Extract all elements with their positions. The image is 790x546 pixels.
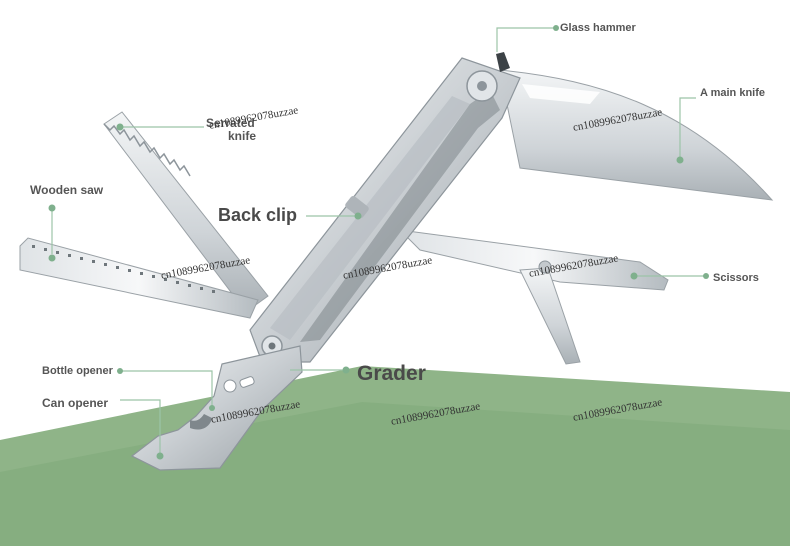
leader-can-opener <box>120 399 161 456</box>
dot-bottle-opener <box>117 368 123 374</box>
label-glass-hammer: Glass hammer <box>560 22 636 34</box>
label-scissors: Scissors <box>713 272 759 284</box>
opener-grader-tool <box>130 345 303 471</box>
label-serrated-knife-line2: knife <box>228 129 257 143</box>
label-bottle-opener: Bottle opener <box>42 365 113 377</box>
label-serrated-knife-line1: Serrated <box>206 116 255 130</box>
main-knife-blade <box>499 69 774 201</box>
dot-glass-hammer <box>553 25 559 31</box>
leader-dots <box>48 25 709 460</box>
leader-main-knife <box>679 97 696 160</box>
dot-serrated-knife <box>116 123 124 131</box>
dot-grader <box>342 366 350 374</box>
scissors-tool <box>398 229 669 365</box>
leader-glass-hammer <box>496 27 556 52</box>
serrated-knife-blade <box>103 111 269 313</box>
dot-can-opener-end <box>156 452 164 460</box>
dot-wooden-saw-end <box>48 254 56 262</box>
label-main-knife: A main knife <box>700 87 765 99</box>
label-wooden-saw: Wooden saw <box>30 183 104 197</box>
label-grader: Grader <box>357 362 426 385</box>
dot-back-clip <box>354 212 362 220</box>
dot-wooden-saw <box>48 204 56 212</box>
dot-main-knife <box>676 156 684 164</box>
tool-handle <box>249 52 521 363</box>
label-back-clip: Back clip <box>218 205 298 225</box>
dot-bottle-opener-end <box>209 405 215 411</box>
dot-scissors-end <box>703 273 709 279</box>
label-can-opener: Can opener <box>42 396 109 410</box>
dot-scissors <box>630 272 638 280</box>
leader-bottle-opener <box>120 370 213 408</box>
wooden-saw-blade <box>19 237 259 319</box>
leader-lines <box>51 27 706 456</box>
